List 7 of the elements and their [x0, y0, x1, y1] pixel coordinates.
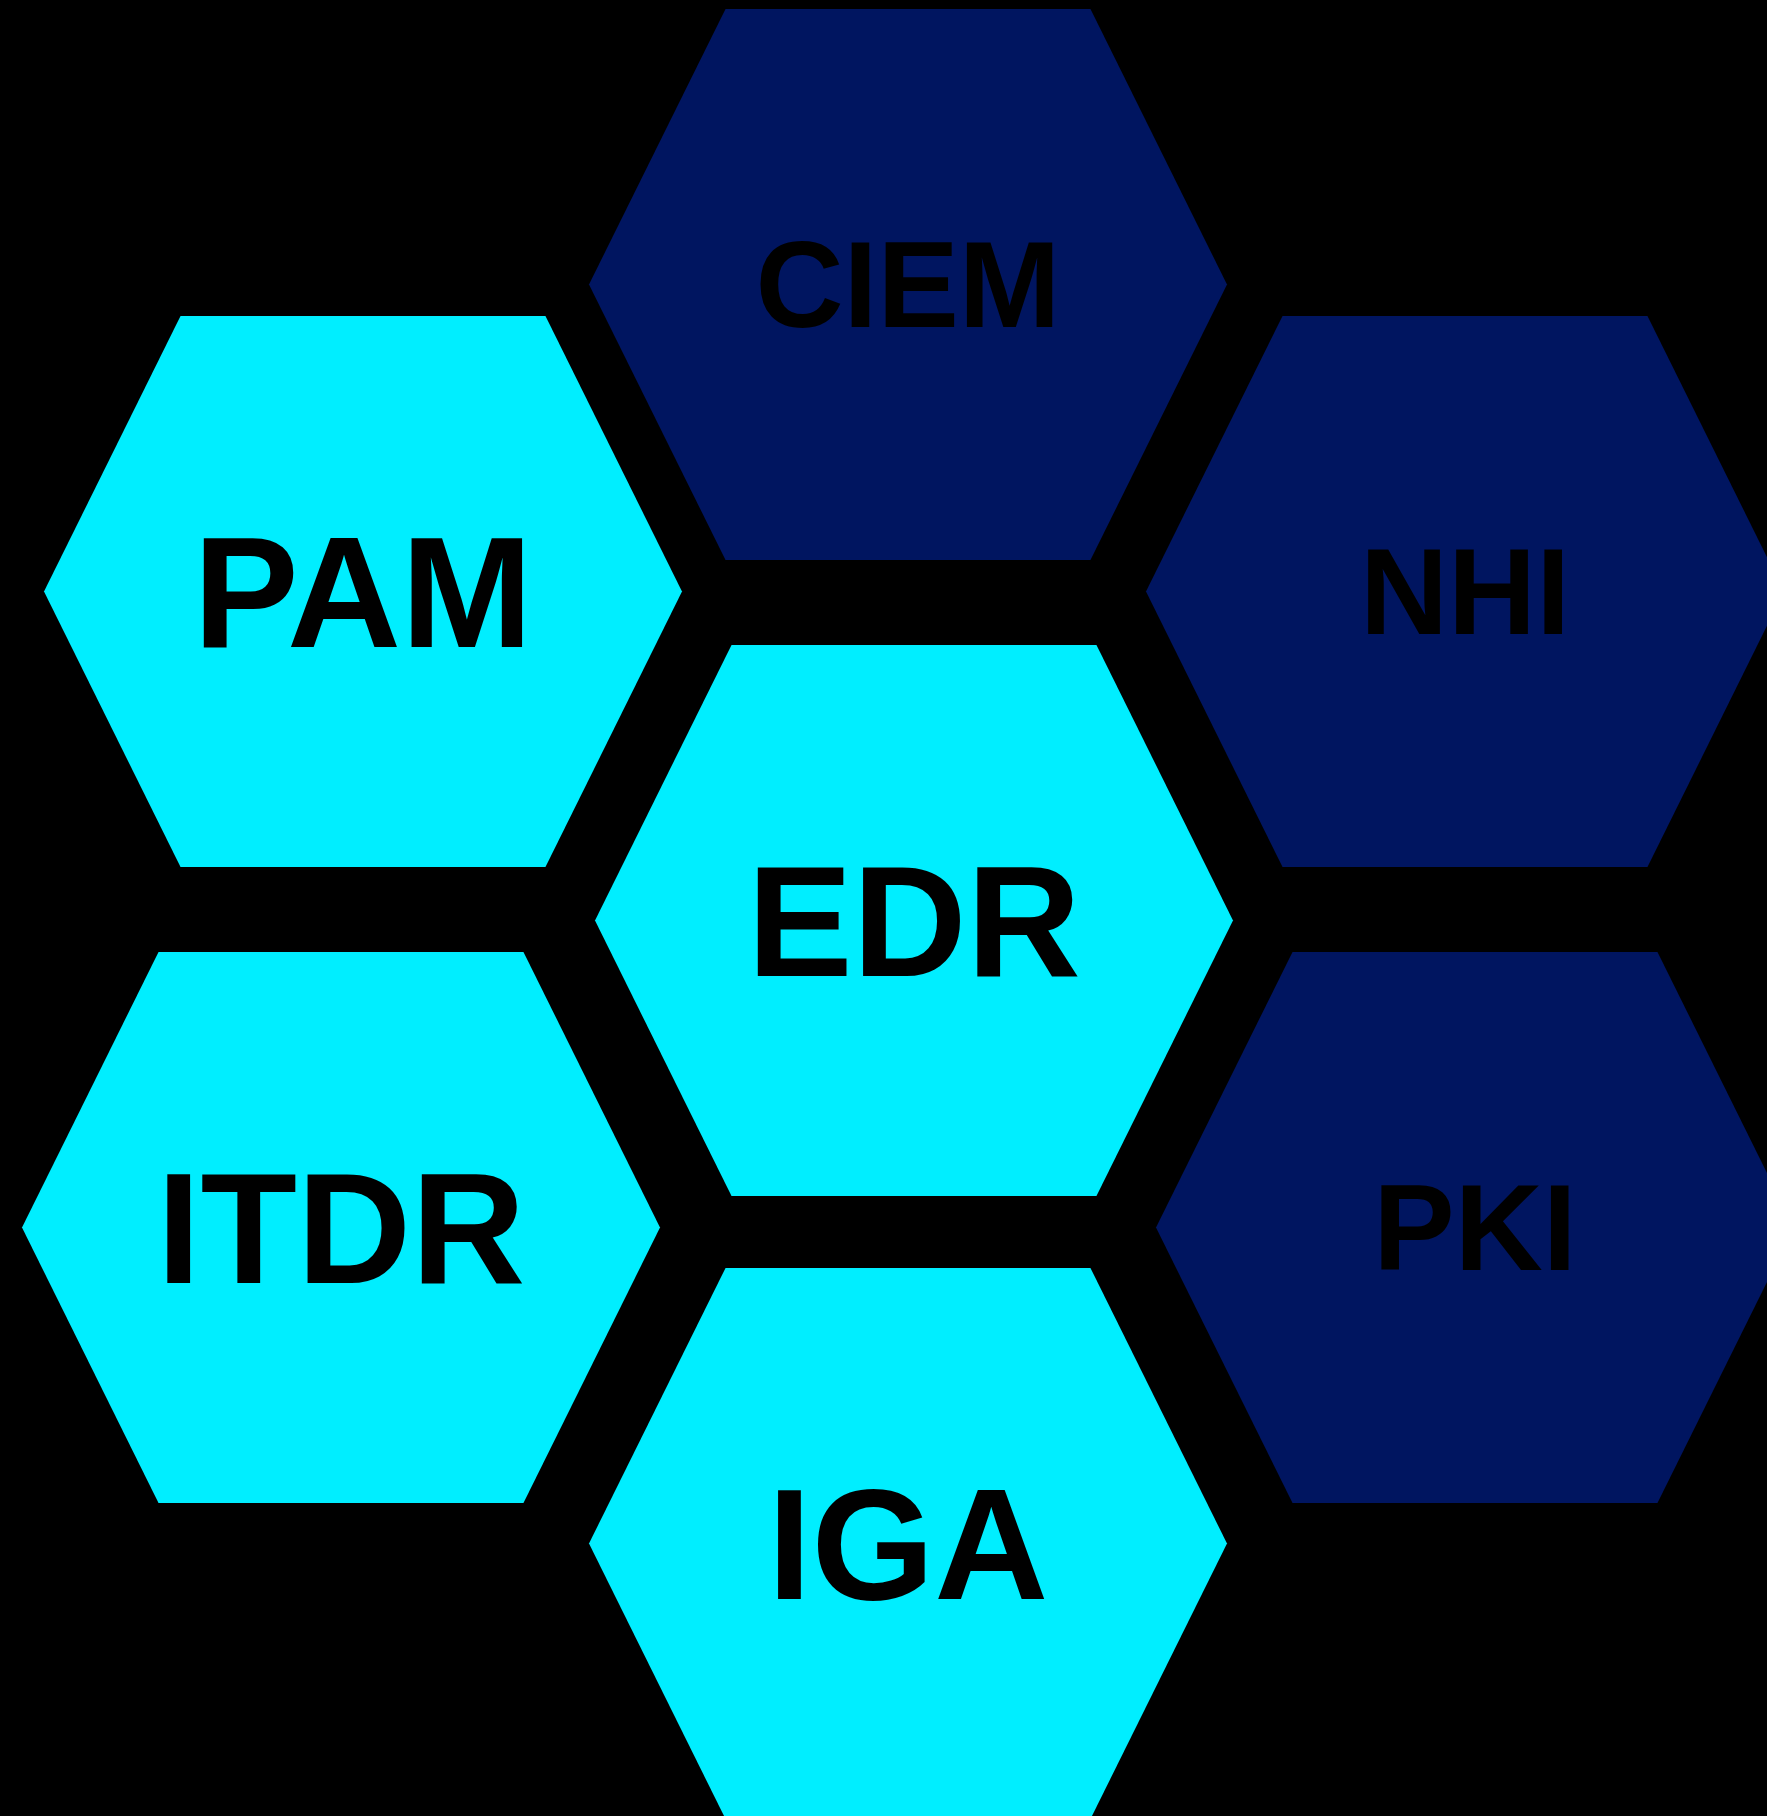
tile-label: PKI — [1373, 1166, 1577, 1289]
tile-label: ITDR — [156, 1148, 526, 1307]
tile-label: PAM — [193, 512, 533, 671]
tile-label: IGA — [767, 1464, 1049, 1623]
tile-label: NHI — [1359, 530, 1571, 653]
tile-label: EDR — [747, 841, 1081, 1000]
tile-label: CIEM — [755, 223, 1061, 346]
